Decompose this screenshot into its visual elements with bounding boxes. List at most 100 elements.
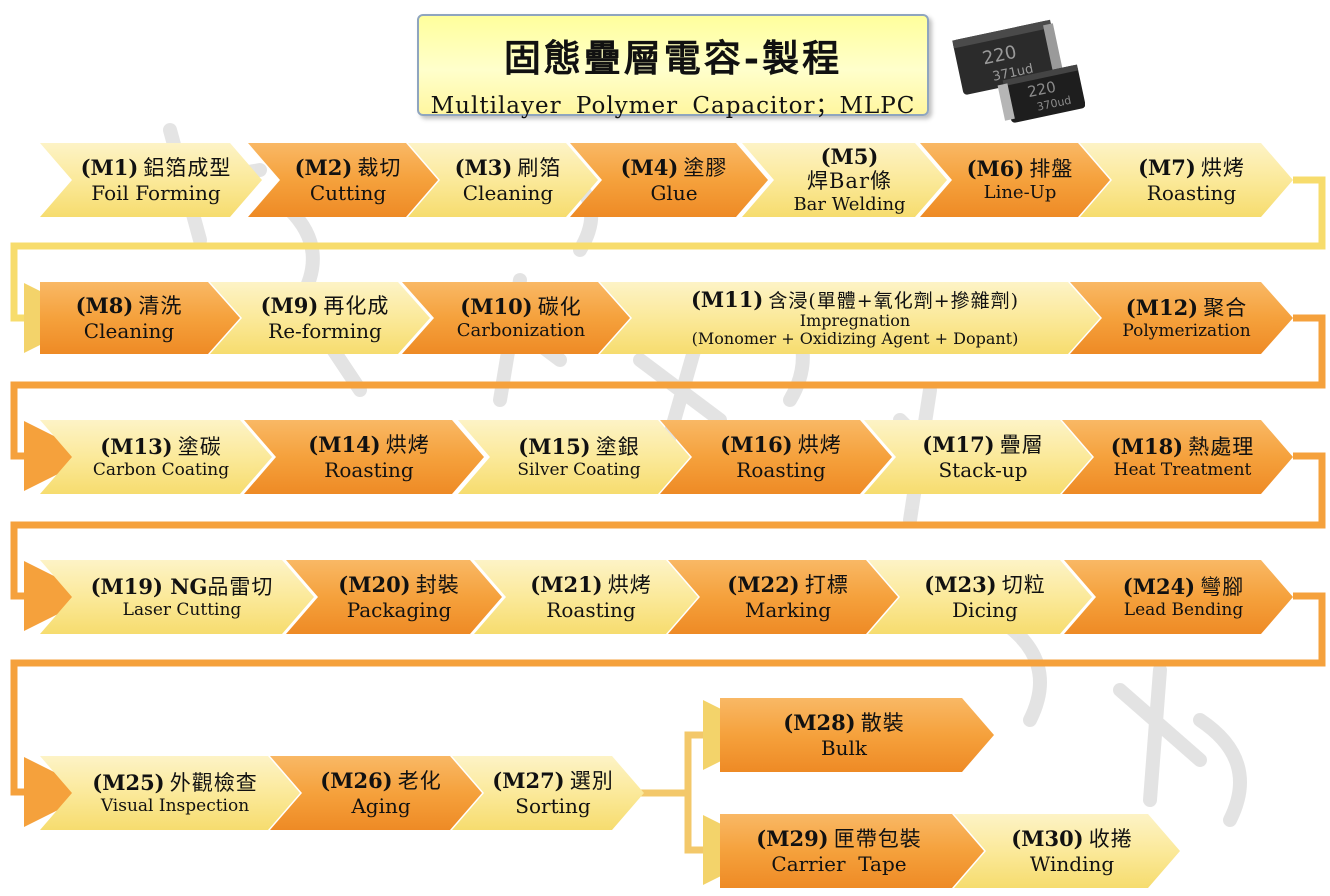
step-zh: 烘烤 <box>1200 155 1245 180</box>
step-en: Stack-up <box>938 458 1028 483</box>
step-m25: (M25) 外觀檢查 Visual Inspection <box>40 756 300 830</box>
step-zh: 散裝 <box>860 710 905 735</box>
title-main: 固態疊層電容-製程 <box>503 36 843 80</box>
step-m12: (M12) 聚合 Polymerization <box>1070 282 1293 354</box>
step-en: Impregnation <box>799 311 911 331</box>
step-m14: (M14) 烘烤 Roasting <box>244 420 484 494</box>
step-code: (M25) <box>92 769 165 795</box>
step-m9: (M9) 再化成 Re-forming <box>210 282 430 354</box>
step-zh: 打標 <box>804 572 849 597</box>
step-code: (M17) <box>922 431 995 457</box>
step-en: Carbon Coating <box>92 459 230 480</box>
step-m8: (M8) 清洗 Cleaning <box>40 282 240 354</box>
step-m26: (M26) 老化 Aging <box>270 756 482 830</box>
step-code: (M5) <box>820 144 879 170</box>
step-m28: (M28) 散裝 Bulk <box>720 698 994 772</box>
step-en: Roasting <box>736 458 826 483</box>
step-zh: 選別 <box>569 768 614 793</box>
connector-row2-row3 <box>10 314 1326 491</box>
step-code: (M3) <box>454 154 513 180</box>
step-m7: (M7) 烘烤 Roasting <box>1080 143 1293 217</box>
step-en: Heat Treatment <box>1113 459 1252 480</box>
step-en: Aging <box>351 794 411 819</box>
step-m13: (M13) 塗碳 Carbon Coating <box>40 420 272 494</box>
step-m24: (M24) 彎腳 Lead Bending <box>1064 560 1293 634</box>
step-en: Re-forming <box>268 319 382 344</box>
step-en: Winding <box>1029 852 1115 877</box>
step-en: Roasting <box>1146 181 1237 206</box>
chip2-marking-1: 220 <box>1026 78 1058 102</box>
step-code: (M27) <box>492 767 565 793</box>
step-zh: 烘烤 <box>607 572 652 597</box>
step-zh: 塗碳 <box>177 434 222 459</box>
step-m17: (M17) 疊層 Stack-up <box>864 420 1092 494</box>
step-en: Cleaning <box>462 181 554 206</box>
connector-branch-bulk <box>640 700 773 797</box>
step-code: (M12) <box>1125 294 1199 320</box>
step-m16: (M16) 烘烤 Roasting <box>660 420 892 494</box>
step-zh: 收捲 <box>1088 826 1133 851</box>
step-code: (M18) <box>1110 433 1184 459</box>
step-en: Roasting <box>546 598 636 623</box>
step-en: Lead Bending <box>1123 599 1244 620</box>
step-zh: 外觀檢查 <box>169 770 258 795</box>
step-en: Bulk <box>820 736 868 761</box>
step-m11: (M11) 含浸(單體+氧化劑+摻雜劑) Impregnation (Monom… <box>600 282 1100 354</box>
step-zh: 老化 <box>397 768 442 793</box>
step-zh: 切粒 <box>1001 572 1046 597</box>
step-code: (M9) <box>260 292 319 318</box>
step-code: (M28) <box>783 709 856 735</box>
connector-row4-row5 <box>10 592 1326 827</box>
step-en: Polymerization <box>1122 320 1251 341</box>
step-en: Visual Inspection <box>100 795 250 816</box>
step-zh: 刷箔 <box>517 155 562 180</box>
step-m23: (M23) 切粒 Dicing <box>868 560 1092 634</box>
step-m4: (M4) 塗膠 Glue <box>570 143 768 217</box>
step-code: (M2) <box>294 154 353 180</box>
step-code: (M22) <box>727 571 800 597</box>
step-zh: 疊層 <box>999 432 1044 457</box>
step-code: (M7) <box>1138 154 1196 180</box>
step-zh: 匣帶包裝 <box>833 826 922 851</box>
step-code: (M21) <box>530 571 603 597</box>
title-subtitle: Multilayer Polymer Capacitor；MLPC <box>430 93 916 119</box>
step-zh: 再化成 <box>323 293 390 318</box>
step-en: Carbonization <box>456 320 586 342</box>
step-en: Glue <box>650 181 698 206</box>
step-code: (M30) <box>1011 825 1084 851</box>
step-m5: (M5) 焊Bar條 Bar Welding <box>742 143 947 217</box>
step-zh: 品雷切 <box>207 574 274 599</box>
step-zh: 烘烤 <box>797 432 842 457</box>
step-code: (M19) NG <box>90 573 208 599</box>
step-en: Packaging <box>346 598 452 623</box>
step-en: Foil Forming <box>91 181 221 206</box>
step-zh: 含浸(單體+氧化劑+摻雜劑) <box>768 290 1020 313</box>
step-zh: 排盤 <box>1029 157 1074 182</box>
step-m15: (M15) 塗銀 Silver Coating <box>458 420 690 494</box>
capacitor-chip-icon: 220 371ud 220 370ud <box>952 19 1085 123</box>
title-box: 固態疊層電容-製程 Multilayer Polymer Capacitor；M… <box>417 14 929 119</box>
step-code: (M24) <box>1122 573 1196 599</box>
step-en: Laser Cutting <box>122 599 242 620</box>
step-en: Bar Welding <box>793 194 906 216</box>
step-zh: 熱處理 <box>1188 434 1255 459</box>
step-zh: 塗膠 <box>683 155 728 180</box>
step-m18: (M18) 熱處理 Heat Treatment <box>1062 420 1293 494</box>
step-code: (M13) <box>100 433 173 459</box>
step-m27: (M27) 選別 Sorting <box>452 756 644 830</box>
step-code: (M6) <box>966 156 1025 182</box>
step-zh: 碳化 <box>537 295 582 320</box>
step-en: Roasting <box>324 458 414 483</box>
step-en: Sorting <box>515 794 591 819</box>
step-code: (M26) <box>320 767 393 793</box>
step-zh: 鋁箔成型 <box>143 155 232 180</box>
step-en: Cutting <box>309 181 387 206</box>
step-m21: (M21) 烘烤 Roasting <box>474 560 698 634</box>
step-code: (M8) <box>75 292 134 318</box>
step-m19: (M19) NG品雷切 Laser Cutting <box>40 560 314 634</box>
step-m30: (M30) 收捲 Winding <box>954 814 1180 888</box>
step-code: (M16) <box>720 431 793 457</box>
step-zh: 清洗 <box>138 293 183 318</box>
step-zh: 封裝 <box>415 572 460 597</box>
